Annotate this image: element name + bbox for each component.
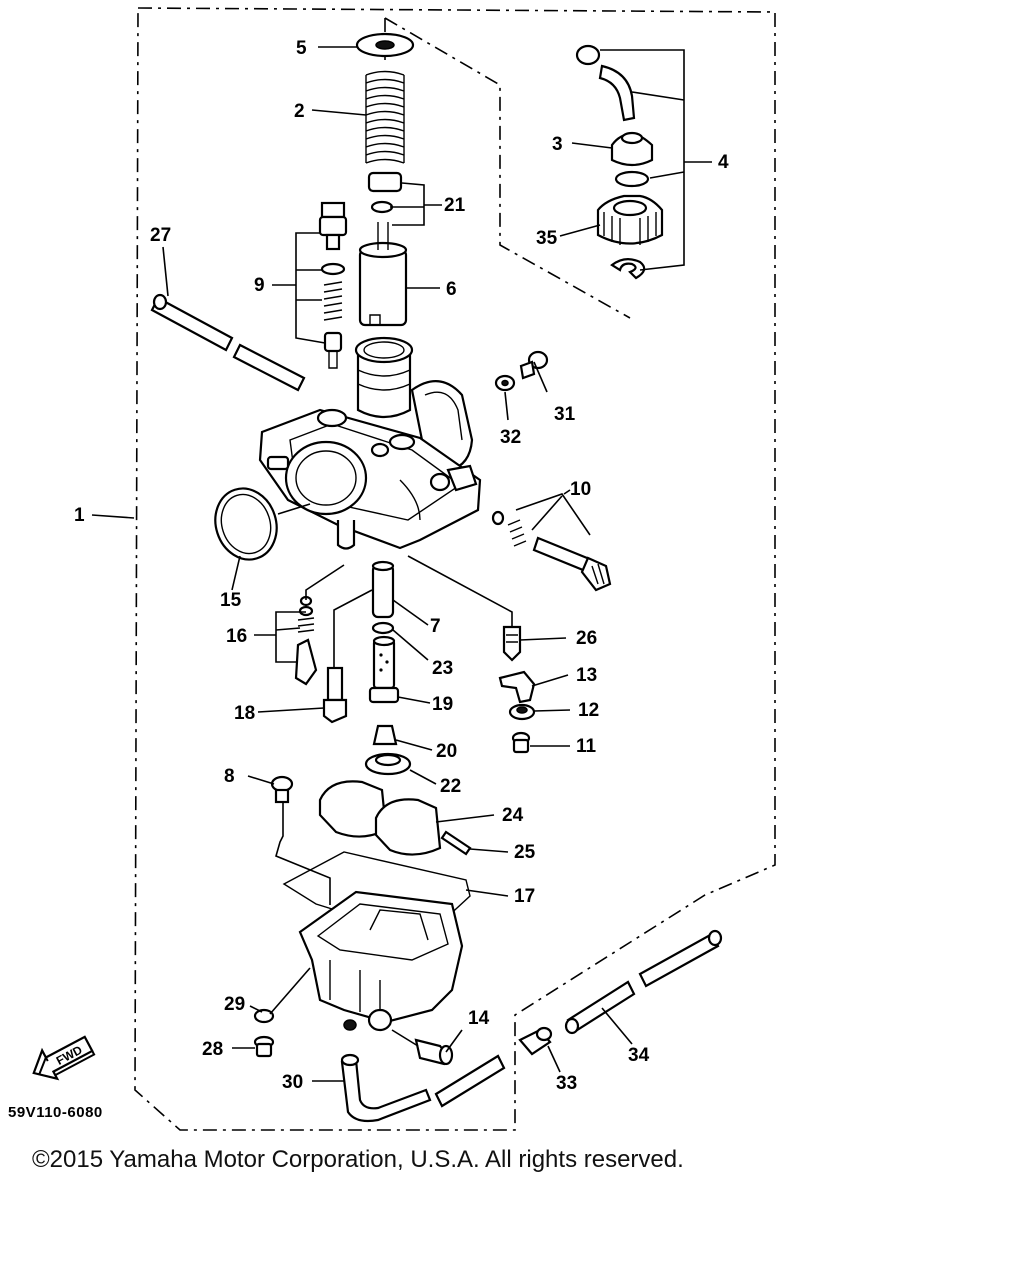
part-34-hose: [564, 929, 723, 1035]
callout-11: 11: [576, 736, 597, 757]
float-bowl: [298, 890, 464, 1032]
part-27-rod: [150, 293, 306, 392]
diagram-code: 59V110-6080: [8, 1104, 103, 1121]
callout-17: 17: [514, 886, 535, 907]
callout-3: 3: [552, 134, 563, 155]
part-4-cap-assembly: [575, 44, 664, 280]
part-11-screw: [511, 731, 531, 754]
part-7-needle-jet: [371, 560, 395, 619]
callout-15: 15: [220, 590, 242, 611]
callout-2: 2: [294, 101, 305, 122]
callout-23: 23: [432, 658, 453, 679]
callout-numbers: 5 2 3 4 21 35 27 9 6 31 32 10 1 15 16 7 …: [74, 38, 729, 1094]
callout-13: 13: [576, 665, 597, 686]
part-32-washer: [494, 374, 516, 392]
part-8-screw: [270, 775, 294, 804]
callout-29: 29: [224, 994, 245, 1015]
callout-30: 30: [282, 1072, 303, 1093]
carburetor-body: [258, 336, 482, 550]
callout-1: 1: [74, 505, 85, 526]
callout-16: 16: [226, 626, 247, 647]
callout-18: 18: [234, 703, 255, 724]
callout-26: 26: [576, 628, 597, 649]
callout-5: 5: [296, 38, 307, 59]
part-23-o-ring: [371, 621, 395, 635]
part-20-jet: [372, 724, 398, 746]
part-22-washer: [364, 752, 412, 776]
part-12-nut: [508, 703, 536, 721]
part-6-throttle-valve: [358, 222, 408, 327]
callout-33: 33: [556, 1073, 577, 1094]
callout-10: 10: [570, 479, 591, 500]
part-17-gasket: [282, 851, 471, 931]
callout-20: 20: [436, 741, 457, 762]
part-33-fitting: [518, 1026, 553, 1056]
part-29-clip: [253, 1008, 275, 1024]
part-31-screw: [519, 350, 549, 380]
callout-21: 21: [444, 195, 466, 216]
part-5-washer: [355, 32, 415, 58]
part-15-gasket: [214, 487, 278, 561]
callout-6: 6: [446, 279, 457, 300]
callout-34: 34: [628, 1045, 650, 1066]
part-14-drain-screw: [414, 1038, 454, 1066]
callout-14: 14: [468, 1008, 490, 1029]
part-16-starter-set: [294, 595, 318, 686]
fwd-arrow-icon: FWD: [32, 1035, 96, 1081]
callout-7: 7: [430, 616, 441, 637]
callout-24: 24: [502, 805, 524, 826]
callout-12: 12: [578, 700, 599, 721]
part-9-pilot-screw-set: [318, 201, 348, 369]
part-25-pin: [440, 830, 472, 856]
callout-19: 19: [432, 694, 453, 715]
part-19-main-nozzle: [368, 635, 400, 704]
part-13-bracket: [498, 670, 536, 704]
callout-9: 9: [254, 275, 265, 296]
callout-35: 35: [536, 228, 558, 249]
callout-25: 25: [514, 842, 536, 863]
part-10-idle-screw: [491, 510, 612, 592]
part-30-hose: [340, 1053, 506, 1123]
callout-27: 27: [150, 225, 171, 246]
part-2-spring: [365, 70, 405, 164]
carburetor-exploded-diagram: 5 2 3 4 21 35 27 9 6 31 32 10 1 15 16 7 …: [8, 7, 776, 1131]
callout-8: 8: [224, 766, 235, 787]
part-28-screw: [253, 1035, 275, 1058]
part-26-valve: [502, 625, 522, 662]
part-18-jet: [322, 666, 348, 724]
leader-lines: [91, 46, 712, 1082]
part-21-clip-and-seat: [367, 171, 403, 214]
callout-32: 32: [500, 427, 521, 448]
callout-4: 4: [718, 152, 729, 173]
part-24-float: [318, 780, 442, 856]
callout-28: 28: [202, 1039, 223, 1060]
callout-31: 31: [554, 404, 576, 425]
copyright-notice: ©2015 Yamaha Motor Corporation, U.S.A. A…: [32, 1146, 684, 1173]
callout-22: 22: [440, 776, 461, 797]
